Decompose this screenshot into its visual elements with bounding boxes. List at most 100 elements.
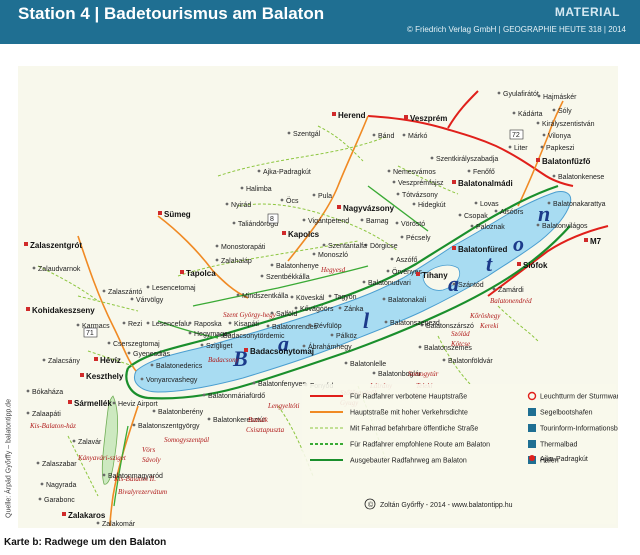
road-m7 bbox=[487, 225, 609, 297]
place-zalakaros: Zalakaros bbox=[62, 511, 106, 520]
place-label: Balatonkeresztúr bbox=[213, 417, 266, 424]
place-band: Bánd bbox=[372, 133, 394, 140]
village-marker bbox=[395, 221, 399, 225]
place-label: Somogytúr bbox=[408, 370, 439, 378]
place-nyirad: Nyirád bbox=[225, 202, 251, 209]
place-kanyavari: Kányavári-sziget bbox=[77, 454, 127, 462]
place-label: Vigántpetend bbox=[308, 218, 349, 225]
place-label: Garabonc bbox=[44, 497, 75, 504]
road-orange-5 bbox=[109, 405, 139, 527]
place-label: Karmacs bbox=[82, 323, 110, 330]
village-marker bbox=[537, 94, 541, 98]
place-label: Kötcse bbox=[450, 340, 470, 348]
place-label: Tótvázsony bbox=[402, 192, 438, 199]
place-label: Kádárta bbox=[518, 111, 543, 118]
road-orange-1 bbox=[287, 115, 369, 262]
village-marker bbox=[418, 345, 422, 349]
village-marker bbox=[130, 297, 134, 301]
place-szentantalfa: Szentantalfa bbox=[322, 243, 367, 250]
legend-symbol-item: Tourinform-Informationsbüro bbox=[528, 424, 618, 433]
village-marker bbox=[127, 351, 131, 355]
place-zalaszanto: Zalaszántó bbox=[102, 289, 142, 296]
village-marker bbox=[188, 321, 192, 325]
place-label: Kohidakeszseny bbox=[32, 306, 95, 315]
place-kadarta: Kádárta bbox=[512, 111, 543, 118]
village-marker bbox=[430, 156, 434, 160]
village-marker bbox=[442, 358, 446, 362]
place-label: Gyenesdiás bbox=[133, 351, 170, 358]
recommended-routes bbox=[113, 185, 429, 507]
village-marker bbox=[26, 389, 30, 393]
village-marker bbox=[492, 287, 496, 291]
town-marker bbox=[452, 180, 456, 184]
place-veszprem: Veszprém bbox=[404, 114, 447, 123]
place-label: Balatonmáriafürdő bbox=[208, 393, 265, 400]
place-label: Lovas bbox=[480, 201, 499, 208]
place-label: Rezi bbox=[128, 321, 142, 328]
place-label: Csisztapuszta bbox=[246, 426, 285, 434]
place-label: Kisapáti bbox=[234, 321, 259, 328]
town-marker bbox=[416, 272, 420, 276]
place-label: Tapolca bbox=[186, 269, 216, 278]
village-marker bbox=[330, 333, 334, 337]
place-label: Lesencefalu bbox=[152, 321, 190, 328]
road-number-badges: 8 72 71 bbox=[83, 129, 524, 338]
copyright-icon bbox=[364, 498, 376, 510]
village-marker bbox=[552, 108, 556, 112]
place-somogyturul: Somogytúr bbox=[408, 370, 439, 378]
village-marker bbox=[257, 169, 261, 173]
village-marker bbox=[494, 209, 498, 213]
place-label: Nagyrada bbox=[46, 482, 76, 489]
lake-letter-2: a bbox=[278, 331, 289, 356]
place-balatonakarattya: Balatonakarattya bbox=[547, 201, 606, 208]
place-label: Ajka-Padragkút bbox=[263, 169, 311, 176]
star-icon bbox=[529, 455, 535, 461]
village-marker bbox=[364, 243, 368, 247]
place-tapolca: Tapolca bbox=[180, 269, 216, 278]
village-marker bbox=[200, 343, 204, 347]
place-label: Vonyarcvashegy bbox=[146, 377, 198, 384]
village-marker bbox=[552, 174, 556, 178]
place-sumeg: Sümeg bbox=[158, 210, 191, 219]
place-karmacs: Karmacs bbox=[76, 323, 110, 330]
village-marker bbox=[467, 169, 471, 173]
village-marker bbox=[215, 258, 219, 262]
place-balatonmariafurdo: Balatonmáriafürdő bbox=[202, 393, 265, 400]
place-kereki: Kereki bbox=[479, 322, 498, 330]
place-orvenyes: Örvényes bbox=[386, 268, 422, 276]
village-marker bbox=[362, 280, 366, 284]
place-szentbekkalla: Szentbékkálla bbox=[260, 274, 310, 281]
place-monoszlo: Monoszló bbox=[312, 252, 348, 259]
place-marko: Márkó bbox=[402, 133, 428, 140]
place-pecsely: Pécsely bbox=[400, 235, 431, 242]
village-marker bbox=[308, 323, 312, 327]
place-label: Alsóörs bbox=[500, 209, 524, 216]
lake-letter-3: l bbox=[363, 308, 370, 333]
place-label: Hajmáskér bbox=[543, 94, 577, 101]
place-label: Fenőfő bbox=[473, 169, 495, 176]
place-label: Tihany bbox=[422, 271, 448, 280]
place-label: Várvölgy bbox=[136, 297, 164, 304]
place-soly: Sóly bbox=[552, 108, 572, 115]
place-balatonakali: Balatonakali bbox=[382, 297, 427, 304]
place-balatonkenese: Balatonkenese bbox=[552, 174, 604, 181]
place-zalaszentgrot: Zalaszentgrót bbox=[24, 241, 82, 250]
place-label: Zánka bbox=[344, 306, 364, 313]
village-marker bbox=[225, 202, 229, 206]
place-label: Szentgál bbox=[293, 131, 321, 138]
village-marker bbox=[387, 169, 391, 173]
place-label: Keszthely bbox=[86, 372, 124, 381]
place-csopak: Csopak bbox=[458, 213, 488, 220]
village-marker bbox=[452, 282, 456, 286]
place-label: Balatonmagyaród bbox=[108, 473, 163, 480]
place-label: M7 bbox=[590, 237, 602, 246]
place-kohidakeszseny: Kohidakeszseny bbox=[26, 306, 95, 315]
place-balatonboglar: Balatonboglár bbox=[372, 371, 422, 378]
town-marker bbox=[282, 231, 286, 235]
village-marker bbox=[497, 91, 501, 95]
place-label: Aszófő bbox=[396, 257, 418, 264]
village-marker bbox=[328, 294, 332, 298]
place-label: Balatonfüred bbox=[458, 245, 507, 254]
town-marker bbox=[68, 400, 72, 404]
place-label: Nagyvázsony bbox=[343, 204, 395, 213]
